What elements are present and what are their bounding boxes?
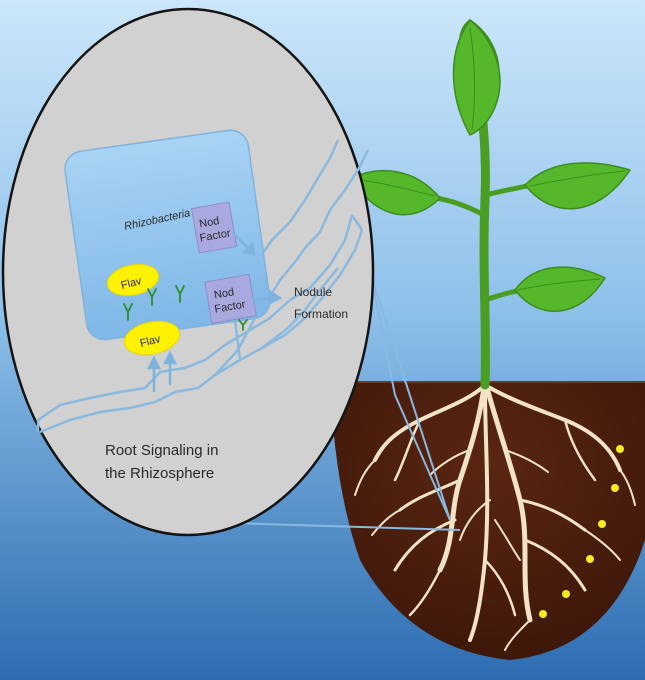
nod-factor-2-line2: Factor [214,298,247,315]
flav-label-2: Flav [139,333,163,350]
nod-factor-1-line1: Nod [198,215,220,230]
right-leaf [523,162,632,210]
yellow-dot-icon [598,520,606,528]
y-shaped-receptor-icon [175,285,185,303]
leaf-veins [359,27,626,291]
yellow-dot-icon [611,484,619,492]
flav-label-1: Flav [120,275,144,292]
top-leaf-main [452,18,501,136]
plant-roots [354,377,636,651]
nod-factor-1-line2: Factor [199,227,232,244]
y-shaped-receptor-icon [123,303,133,321]
receptors [123,285,248,331]
yellow-dot-icon [616,445,624,453]
soil-flavonoid-dots [539,445,624,618]
nodule-formation-line2: Formation [294,307,348,321]
flavonoid-inside-cell [106,263,160,297]
plant-leaves [350,18,632,312]
yellow-dot-icon [562,590,570,598]
caption-line2: the Rhizosphere [105,465,214,482]
y-shaped-receptor-icon [147,288,157,306]
caption-line1: Root Signaling in [105,442,218,459]
arrow-head [146,355,162,370]
nod-factor-2-line1: Nod [213,286,235,301]
yellow-dot-icon [586,555,594,563]
nodule-formation-line1: Nodule [294,285,332,299]
flavonoid-outside-cell [123,320,181,356]
arrow-head [162,350,178,365]
yellow-dot-icon [539,610,547,618]
y-shaped-receptor-icon [238,319,248,331]
arrow-head [268,289,283,306]
nod-factor-box-1 [190,201,238,254]
signal-arrows [146,231,283,392]
arrow-head [241,241,256,256]
nod-factor-box-2 [204,273,257,325]
lower-right-leaf [514,266,607,312]
